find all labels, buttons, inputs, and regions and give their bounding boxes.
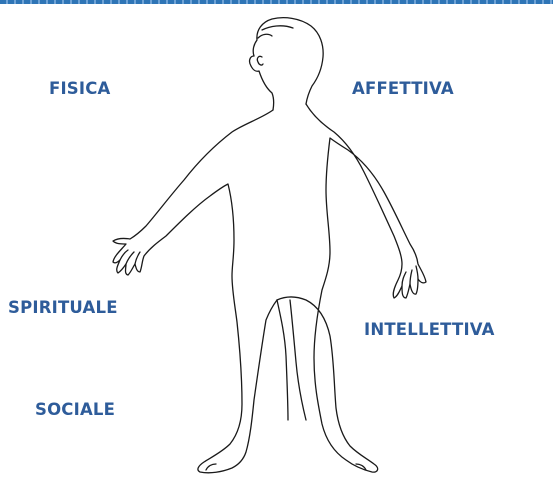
label-sociale: SOCIALE [35, 402, 115, 419]
label-affettiva: AFFETTIVA [352, 81, 454, 98]
label-intellettiva: INTELLETTIVA [364, 322, 495, 339]
label-spirituale: SPIRITUALE [8, 300, 118, 317]
label-fisica: FISICA [49, 81, 111, 98]
